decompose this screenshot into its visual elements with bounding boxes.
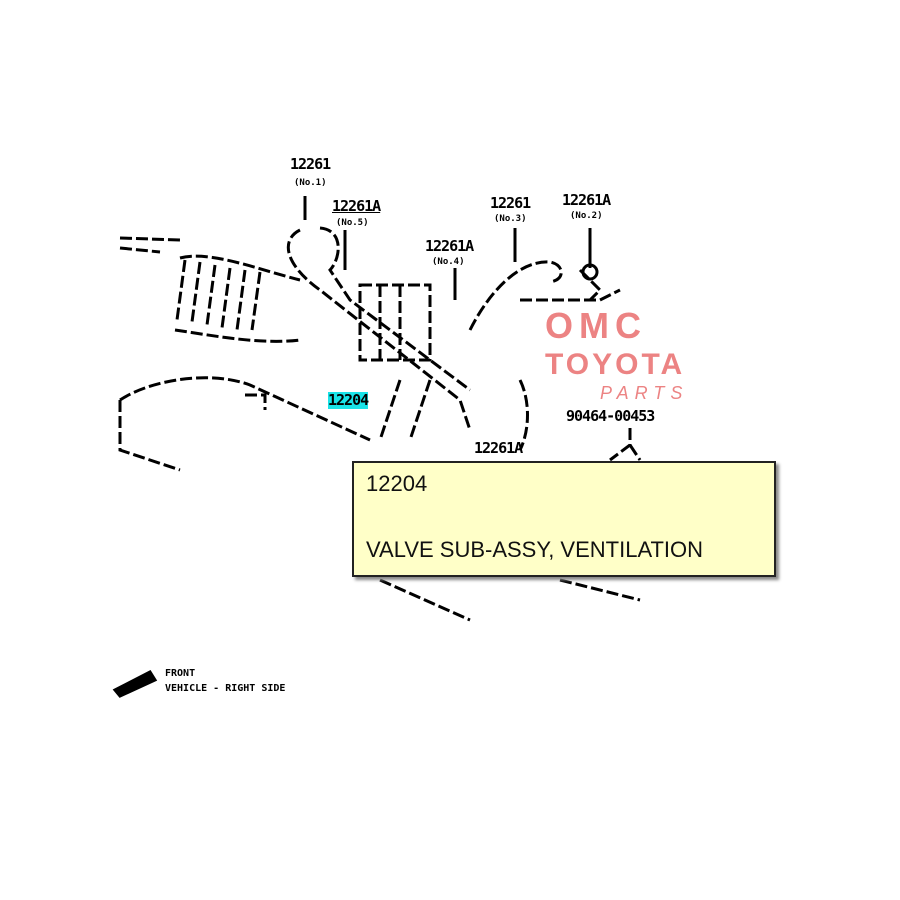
watermark-toyota: TOYOTA — [545, 348, 686, 381]
callout-sub: (No.3) — [494, 214, 527, 224]
legend-front: FRONT — [165, 668, 196, 679]
watermark-parts: PARTS — [600, 383, 689, 403]
callout-12204-highlighted[interactable]: 12204 — [328, 391, 369, 409]
tooltip-description: VALVE SUB-ASSY, VENTILATION — [366, 537, 704, 562]
callout-12261a-no4[interactable]: 12261A — [425, 237, 474, 255]
callout-12261-no3[interactable]: 12261 — [490, 194, 531, 212]
tooltip-part-number: 12204 — [366, 471, 428, 496]
legend-side: VEHICLE - RIGHT SIDE — [165, 683, 286, 694]
callout-sub: (No.5) — [336, 218, 369, 228]
callout-12261-no1[interactable]: 12261 — [290, 155, 331, 173]
callout-sub: (No.2) — [570, 211, 603, 221]
callout-12261a-bottom[interactable]: 12261A — [474, 439, 523, 457]
callout-12261a-no2[interactable]: 12261A — [562, 191, 611, 209]
callout-90464[interactable]: 90464-00453 — [566, 407, 655, 425]
callout-sub: (No.1) — [294, 178, 327, 188]
part-tooltip: 12204 VALVE SUB-ASSY, VENTILATION — [352, 461, 776, 577]
watermark-omc: OMC — [545, 305, 647, 346]
callout-12261a-no5[interactable]: 12261A — [332, 197, 381, 215]
callout-sub: (No.4) — [432, 257, 465, 267]
